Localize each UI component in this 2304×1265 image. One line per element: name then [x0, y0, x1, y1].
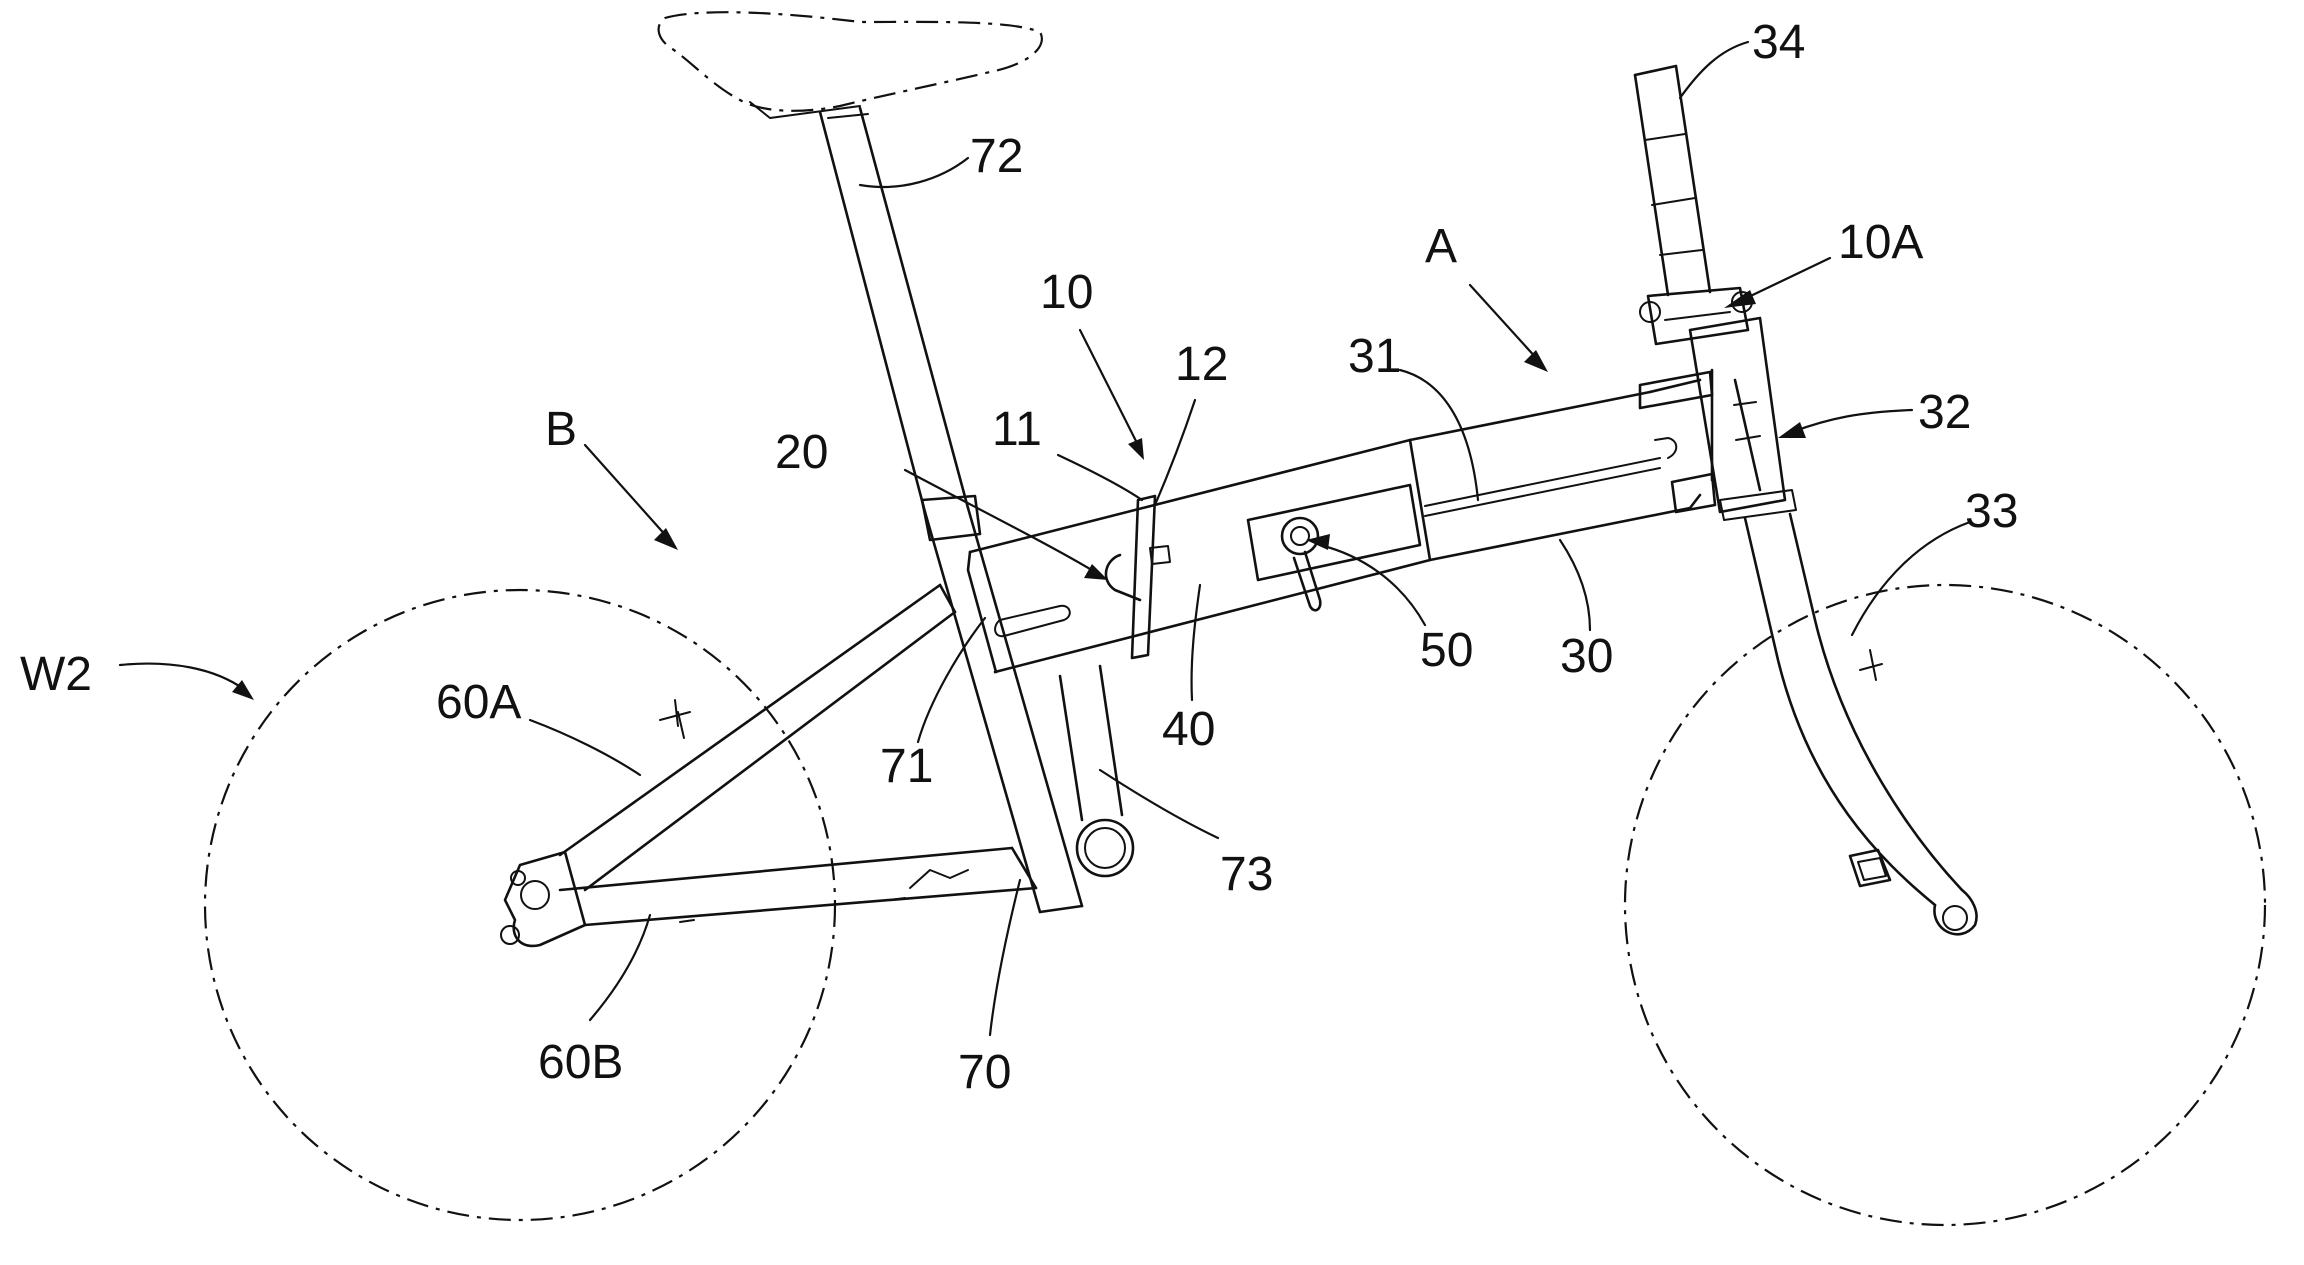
label-10: 10 — [1040, 266, 1093, 319]
label-a: A — [1425, 220, 1457, 273]
label-w2: W2 — [20, 648, 92, 701]
front-wheel-outline — [1623, 583, 2267, 1227]
saddle-outline — [657, 11, 1043, 112]
label-71: 71 — [880, 740, 933, 793]
front-fork — [1743, 512, 1978, 936]
label-33: 33 — [1965, 485, 2018, 538]
leader-lines — [118, 40, 1972, 1037]
rear-dropout — [500, 850, 587, 948]
seat-post — [818, 106, 970, 514]
label-60b: 60B — [538, 1036, 623, 1089]
label-b: B — [545, 403, 577, 456]
label-32: 32 — [1918, 386, 1971, 439]
label-50: 50 — [1420, 624, 1473, 677]
handlebar-stem — [1633, 64, 1712, 297]
label-20: 20 — [775, 426, 828, 479]
kickstand — [1058, 664, 1135, 878]
label-70: 70 — [958, 1046, 1011, 1099]
folding-lever — [1104, 494, 1171, 660]
head-tube — [1638, 316, 1797, 521]
quick-release — [1246, 483, 1422, 612]
label-10a: 10A — [1838, 216, 1923, 269]
label-73: 73 — [1220, 848, 1273, 901]
upper-tube — [1408, 378, 1702, 562]
steering-clamp — [1639, 286, 1753, 346]
chain-stay — [558, 846, 1038, 927]
main-tube — [966, 438, 1432, 674]
seat-stay — [558, 583, 957, 892]
saddle-clamp — [749, 101, 861, 119]
label-60a: 60A — [436, 676, 521, 729]
label-30: 30 — [1560, 630, 1613, 683]
label-12: 12 — [1175, 338, 1228, 391]
label-72: 72 — [970, 130, 1023, 183]
label-11: 11 — [992, 403, 1042, 456]
label-31: 31 — [1348, 330, 1401, 383]
label-40: 40 — [1162, 703, 1215, 756]
label-34: 34 — [1752, 16, 1805, 69]
